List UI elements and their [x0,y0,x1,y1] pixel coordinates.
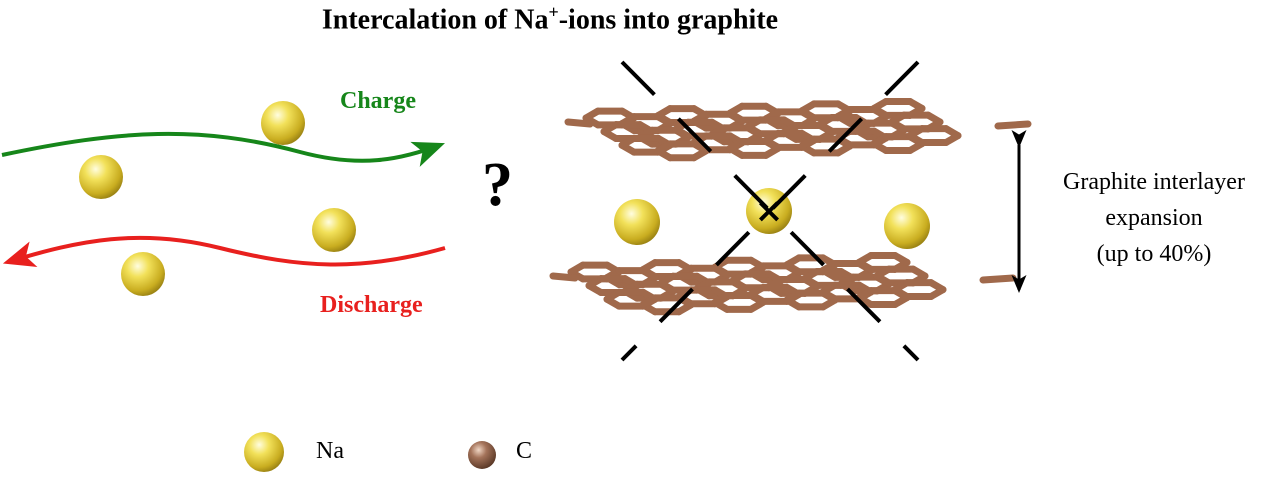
carbon-bond [549,272,579,282]
na-ion-intercalated [614,199,660,245]
carbon-bond [994,120,1032,130]
crossing-dashed-lines [620,60,920,362]
carbon-bond [564,118,594,128]
legend-label-na: Na [316,438,344,464]
na-ion-intercalated [884,203,930,249]
title-main: Intercalation of Na [321,4,549,36]
legend-na-icon [244,432,284,472]
graphite-sheet-lower [549,251,1017,316]
diagram-title: Intercalation of Na+-ions into graphite [0,2,1100,36]
expansion-annotation: Graphite interlayer expansion (up to 40%… [1036,164,1272,272]
na-ion [121,252,165,296]
na-ion [312,208,356,252]
na-ion [79,155,123,199]
legend-c-icon [468,441,496,469]
carbon-bond [942,125,962,140]
question-mark: ? [482,151,513,219]
blocked-cross-icon: × [755,191,784,231]
title-superscript: + [548,2,559,22]
carbon-bond [906,97,926,112]
carbon-bond [924,111,944,126]
discharge-label: Discharge [320,292,423,318]
carbon-bond [979,274,1017,284]
carbon-bond [909,265,929,280]
na-ion [261,101,305,145]
legend-label-c: C [516,438,533,464]
charge-arrow [1,131,445,167]
expansion-line-3: (up to 40%) [1096,241,1212,267]
charge-label: Charge [340,88,416,114]
carbon-bond [927,279,947,294]
expansion-line-1: Graphite interlayer [1063,169,1245,195]
carbon-bond [891,251,911,266]
title-rest: -ions into graphite [558,4,779,36]
graphite-sheet-upper [564,97,1032,162]
discharge-arrow [2,235,446,267]
expansion-line-2: expansion [1105,205,1203,231]
